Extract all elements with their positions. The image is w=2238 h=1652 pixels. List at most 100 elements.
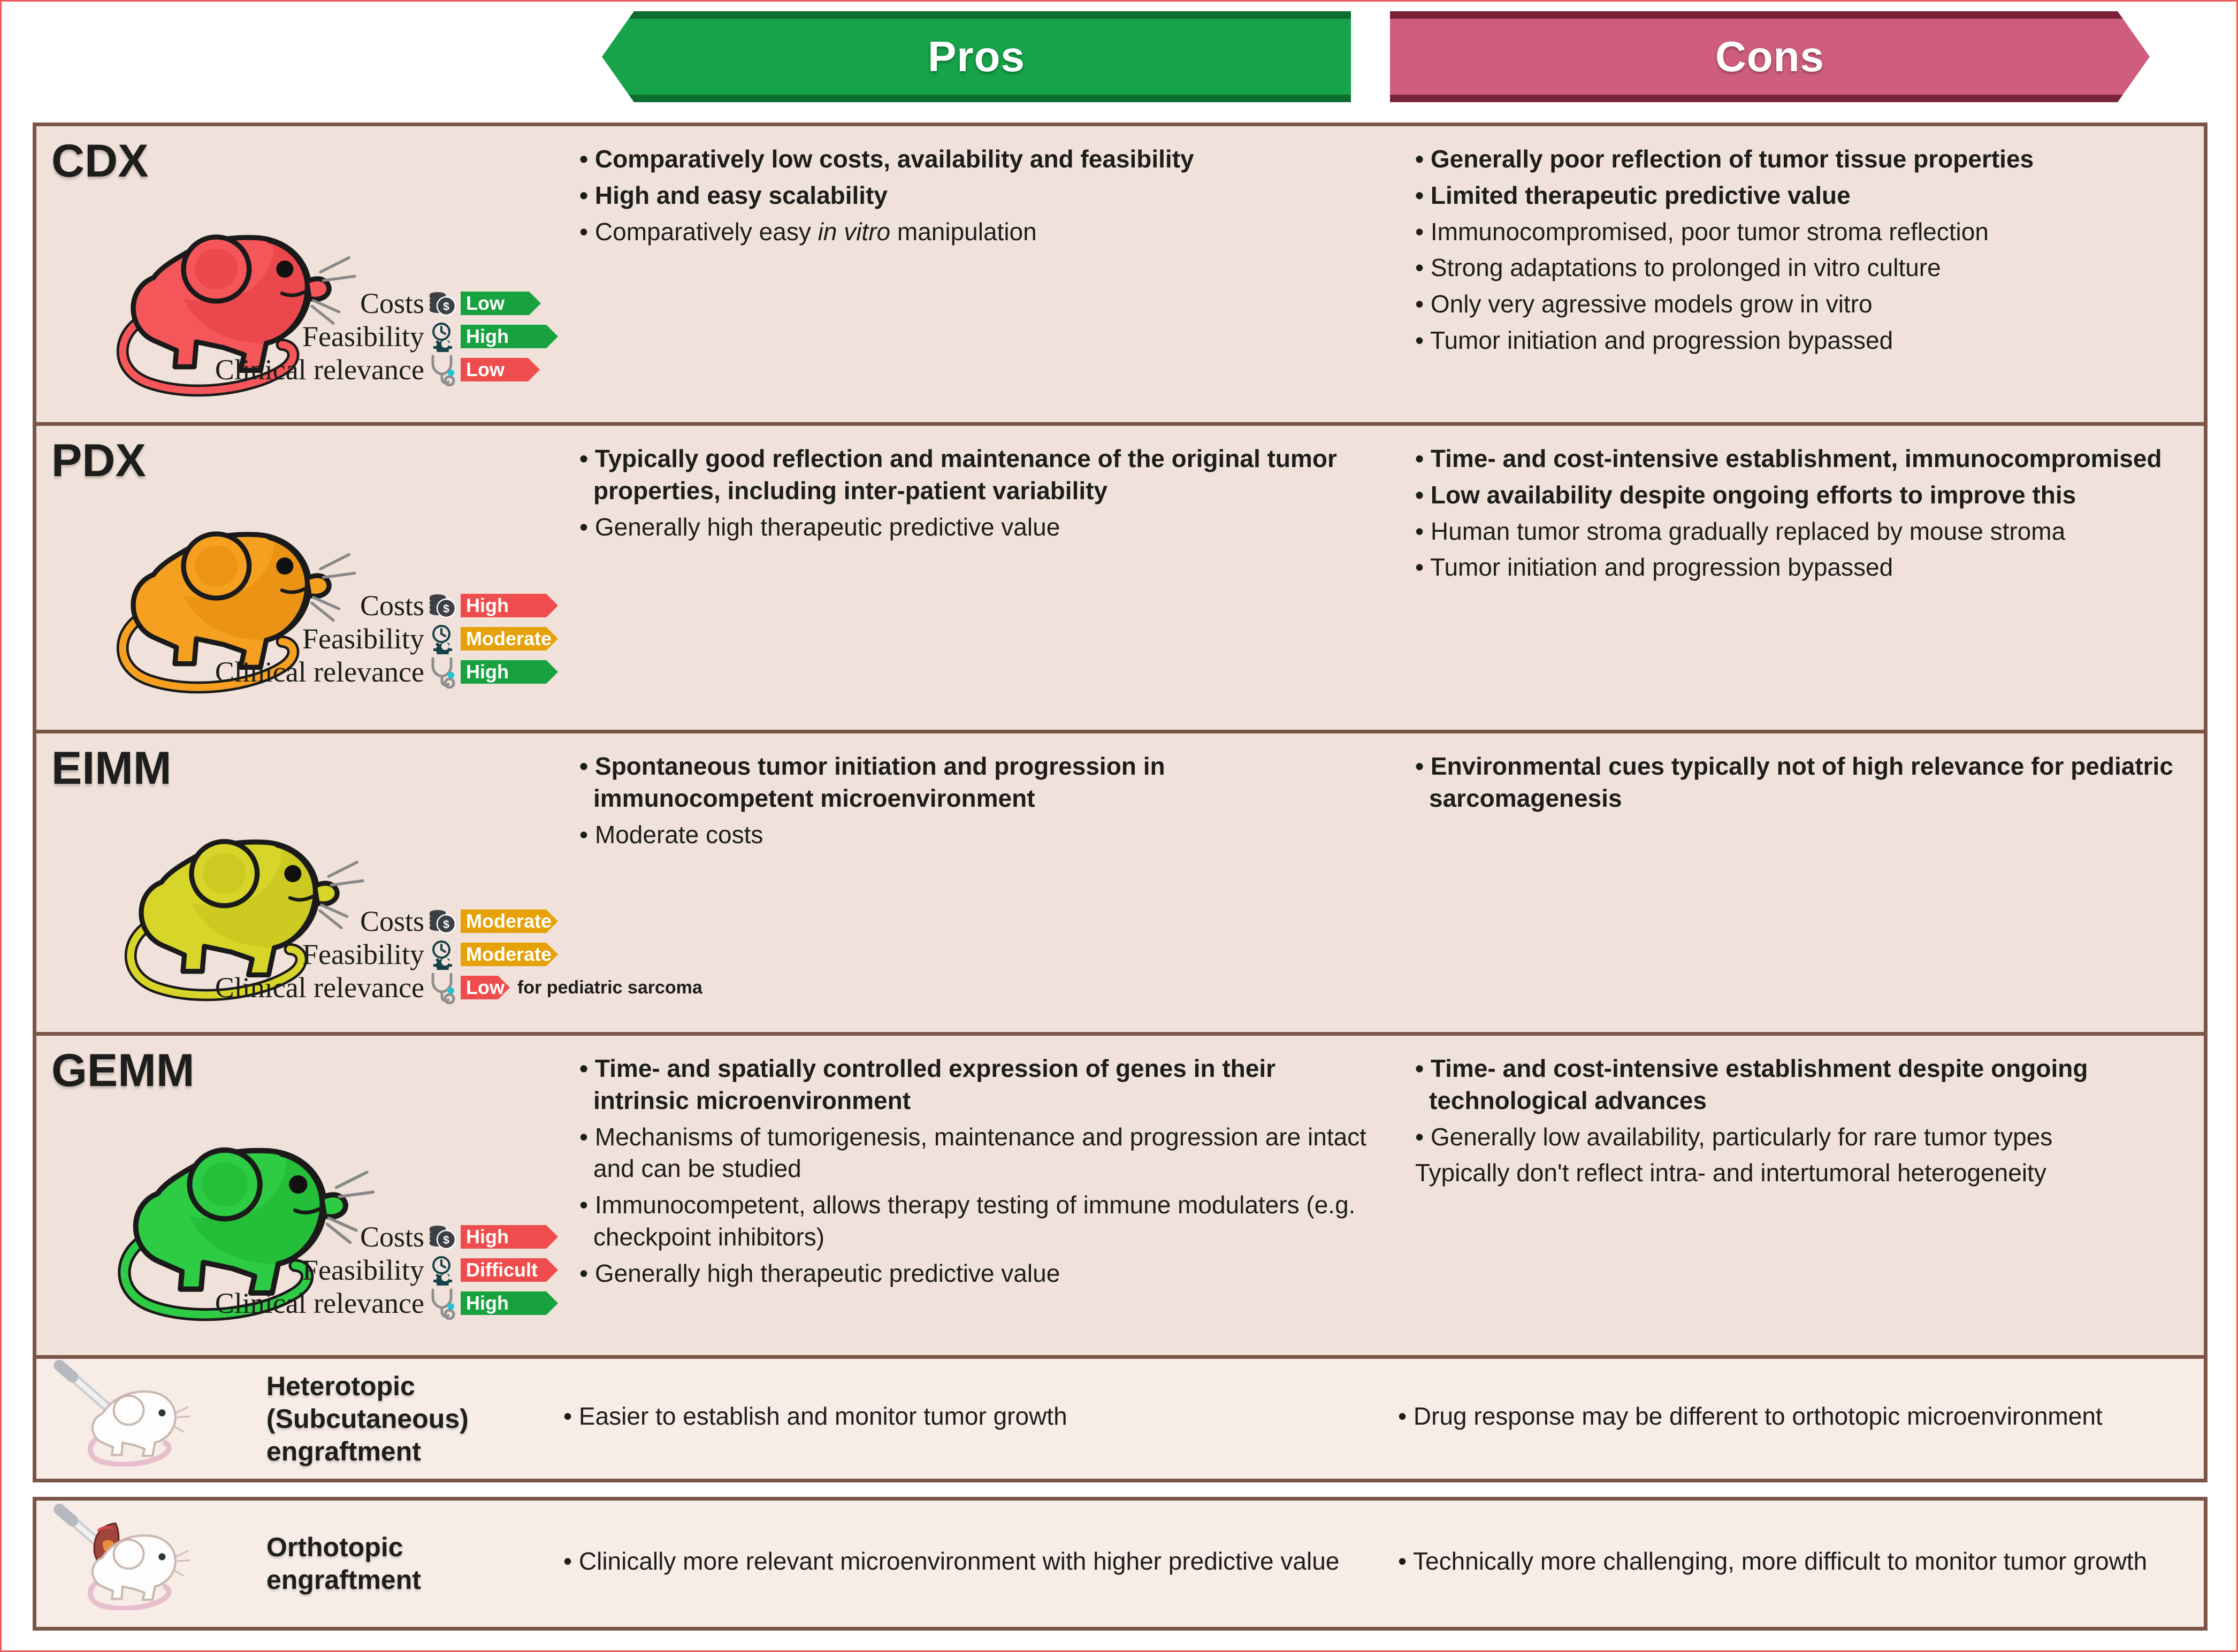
mouse-illustration-icon <box>118 1147 375 1321</box>
pros-cell-gemm: • Time- and spatially controlled express… <box>563 1036 1398 1357</box>
clinical_relevance-icon <box>424 655 461 689</box>
cons-banner: Cons <box>1390 11 2150 102</box>
badge-note: for pediatric sarcoma <box>517 977 702 998</box>
metric-label-feasibility: Feasibility <box>302 1254 424 1286</box>
cons-item: • Time- and cost-intensive establishment… <box>1415 1054 2088 1114</box>
badge-feasibility: Moderate <box>461 943 558 966</box>
pros-list: • Time- and spatially controlled express… <box>579 1053 1377 1290</box>
badge-clinical_relevance: Low <box>461 976 510 999</box>
engraftment-icon-cell <box>36 1359 266 1479</box>
badge-costs: Moderate <box>461 909 558 933</box>
cons-item: • Time- and cost-intensive establishment… <box>1415 445 2162 472</box>
metric-costs: Costs $ Low <box>47 287 558 320</box>
syringe-mouse-orthotopic-icon <box>54 1503 190 1611</box>
pros-list: • Spontaneous tumor initiation and progr… <box>579 751 1377 851</box>
cons-item: • Generally poor reflection of tumor tis… <box>1415 145 2034 173</box>
clinical_relevance-icon <box>424 971 461 1004</box>
metrics-group: Costs $ Low Feasibility High Clinical re… <box>47 287 558 386</box>
badge-feasibility: Difficult <box>461 1258 558 1282</box>
coins-dollar-icon: $ <box>430 594 456 618</box>
badge-clinical_relevance: Low <box>461 358 540 381</box>
engraftment-pros: • Clinically more relevant microenvironm… <box>563 1501 1398 1627</box>
metrics-group: Costs $ Moderate Feasibility Moderate Cl… <box>47 905 702 1004</box>
pros-item: • Spontaneous tumor initiation and progr… <box>579 752 1165 812</box>
model-row-cdx: CDX Costs <box>36 126 2204 426</box>
cons-item: • Only very agressive models grow in vit… <box>1415 290 1873 318</box>
costs-icon: $ <box>424 906 461 936</box>
metric-label-feasibility: Feasibility <box>302 938 424 970</box>
metric-label-costs: Costs <box>360 287 424 319</box>
model-name: PDX <box>51 435 146 486</box>
pros-item: • Clinically more relevant microenvironm… <box>563 1547 1340 1575</box>
model-row-pdx: PDX Costs <box>36 426 2204 733</box>
metric-costs: Costs $ High <box>47 589 558 622</box>
cons-item: • Tumor initiation and progression bypas… <box>1415 553 1893 582</box>
pros-item: • Moderate costs <box>579 820 763 848</box>
metric-feasibility: Feasibility Moderate <box>47 622 558 655</box>
pros-list: • Easier to establish and monitor tumor … <box>563 1401 1067 1437</box>
clinical_relevance-icon <box>424 353 461 386</box>
metric-clinical_relevance: Clinical relevance High <box>47 655 558 689</box>
clinical_relevance-icon <box>424 1287 461 1320</box>
mouse-illustration-icon <box>116 234 356 397</box>
metric-label-clinical_relevance: Clinical relevance <box>215 972 424 1004</box>
metric-feasibility: Feasibility Moderate <box>47 938 558 971</box>
metric-label-clinical_relevance: Clinical relevance <box>215 1287 424 1319</box>
model-row-eimm: EIMM Costs <box>36 733 2204 1036</box>
pros-banner: Pros <box>602 11 1351 102</box>
model-cell-cdx: CDX Costs <box>36 126 563 422</box>
metric-label-costs: Costs <box>360 590 424 622</box>
engraftment-cons: • Technically more challenging, more dif… <box>1398 1501 2204 1627</box>
syringe-mouse-subcutaneous-icon <box>54 1359 190 1467</box>
gear-clock-icon <box>432 625 452 654</box>
pros-cell-pdx: • Typically good reflection and maintena… <box>563 426 1398 730</box>
pros-cell-cdx: • Comparatively low costs, availability … <box>563 126 1398 422</box>
cons-cell-eimm: • Environmental cues typically not of hi… <box>1398 733 2204 1032</box>
cons-list: • Drug response may be different to orth… <box>1398 1401 2103 1437</box>
model-row-gemm: GEMM Costs <box>36 1036 2204 1357</box>
cons-list: • Environmental cues typically not of hi… <box>1415 751 2186 815</box>
cons-item: • Human tumor stroma gradually replaced … <box>1415 517 2066 545</box>
badge-feasibility: Moderate <box>461 627 558 651</box>
costs-icon: $ <box>424 591 461 621</box>
badge-clinical_relevance: High <box>461 660 558 684</box>
feasibility-icon <box>424 623 461 654</box>
mouse-illustration-icon <box>116 531 356 694</box>
model-cell-pdx: PDX Costs <box>36 426 563 730</box>
pros-list: • Typically good reflection and maintena… <box>579 443 1377 543</box>
cons-item: • Immunocompromised, poor tumor stroma r… <box>1415 217 1989 246</box>
cons-item: • Technically more challenging, more dif… <box>1398 1547 2148 1575</box>
pros-cell-eimm: • Spontaneous tumor initiation and progr… <box>563 733 1398 1032</box>
engraftment-row-heterotopic: Heterotopic (Subcutaneous) engraftment •… <box>33 1355 2208 1482</box>
cons-item: • Limited therapeutic predictive value <box>1415 181 1851 209</box>
badge-feasibility: High <box>461 325 558 348</box>
metric-label-clinical_relevance: Clinical relevance <box>215 354 424 386</box>
metric-label-feasibility: Feasibility <box>302 320 424 353</box>
svg-text:$: $ <box>443 1234 449 1246</box>
stethoscope-icon <box>431 973 455 1004</box>
stethoscope-icon <box>431 1288 455 1320</box>
pros-label: Pros <box>928 33 1025 80</box>
metric-label-feasibility: Feasibility <box>302 623 424 655</box>
metric-label-costs: Costs <box>360 905 424 937</box>
cons-list: • Generally poor reflection of tumor tis… <box>1415 143 2186 357</box>
cons-item: • Environmental cues typically not of hi… <box>1415 752 2173 812</box>
cons-cell-cdx: • Generally poor reflection of tumor tis… <box>1398 126 2204 422</box>
pros-item: • Generally high therapeutic predictive … <box>579 1259 1060 1287</box>
metric-clinical_relevance: Clinical relevance High <box>47 1287 558 1320</box>
pros-item: • Mechanisms of tumorigenesis, maintenan… <box>579 1122 1366 1183</box>
pros-item: • Immunocompetent, allows therapy testin… <box>579 1191 1356 1251</box>
pros-item: • Generally high therapeutic predictive … <box>579 513 1060 541</box>
pros-item: • Comparatively low costs, availability … <box>579 145 1194 173</box>
model-cell-gemm: GEMM Costs <box>36 1036 563 1357</box>
feasibility-icon <box>424 321 461 352</box>
pros-list: • Clinically more relevant microenvironm… <box>563 1546 1339 1582</box>
metric-costs: Costs $ Moderate <box>47 905 558 938</box>
pros-item: • Time- and spatially controlled express… <box>579 1054 1276 1114</box>
svg-text:$: $ <box>443 919 449 931</box>
pros-item: • Comparatively easy in vitro manipulati… <box>579 217 1037 246</box>
metrics-group: Costs $ High Feasibility Moderate Clinic… <box>47 589 558 689</box>
costs-icon: $ <box>424 1222 461 1252</box>
cons-item: • Strong adaptations to prolonged in vit… <box>1415 254 1941 282</box>
